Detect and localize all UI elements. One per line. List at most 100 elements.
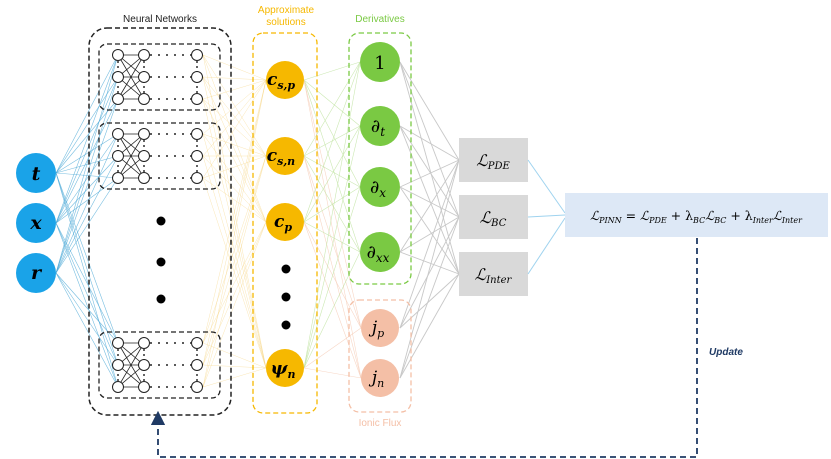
loss-bc-sub: BC [490, 218, 507, 229]
solution-to-derivative-link [303, 61, 361, 157]
derivative-connections [303, 61, 362, 379]
derivative-to-loss-link [399, 251, 460, 275]
derivative-to-loss-link [399, 125, 460, 218]
derivative-node-dx: ∂x [360, 167, 400, 207]
solution-to-derivative-link [303, 61, 361, 369]
nn-to-solution-link [202, 79, 267, 366]
input-to-nn-link [55, 54, 119, 274]
link-inter-total [527, 217, 566, 275]
approximate-solutions-box [252, 32, 318, 414]
nn-ellipsis-dot [156, 294, 166, 304]
input-connections [55, 54, 119, 388]
total-loss-equation: ℒPINN = ℒPDE + λBCℒBC + λInterℒInter [590, 208, 803, 225]
nn-block [98, 331, 221, 399]
loss-box-pde: ℒPDE [459, 138, 528, 182]
cp-sub: p [284, 221, 292, 234]
nn-neuron [112, 49, 124, 61]
svg-text:jp: jp [368, 318, 384, 340]
nn-to-solution-link [202, 79, 267, 344]
svg-text:ℒPDE: ℒPDE [476, 151, 510, 172]
nn-to-solution-link [202, 155, 267, 388]
update-label: Update [709, 347, 743, 358]
nn-to-solution-link [202, 367, 267, 388]
solution-connections [202, 54, 267, 388]
solution-to-derivative-link [303, 79, 361, 188]
approximate-solutions-title-line2: solutions [266, 17, 305, 28]
nn-to-solution-link [202, 54, 267, 157]
input-to-nn-link [55, 222, 119, 366]
solution-to-derivative-link [303, 251, 361, 369]
input-to-nn-link [55, 272, 119, 388]
dx-sub: x [379, 186, 386, 200]
loss-pde-sub: PDE [487, 161, 511, 172]
nn-weight-line [117, 133, 145, 179]
loss-pde-base: ℒ [476, 151, 488, 170]
update-arrow [150, 238, 698, 458]
derivative-to-loss-link [399, 216, 460, 253]
input-label-t: t [32, 163, 41, 185]
nn-to-solution-link [202, 79, 267, 179]
nn-to-solution-link [202, 133, 267, 157]
flux-node-jn: jn [361, 359, 399, 397]
derivative-to-loss-link [399, 273, 460, 329]
solution-to-derivative-link [303, 155, 361, 188]
neural-network-blocks [98, 43, 221, 399]
nn-neuron [138, 359, 150, 371]
input-to-nn-link [55, 76, 119, 224]
solution-to-flux-link [303, 221, 362, 379]
nn-to-solution-link [202, 76, 267, 81]
solution-to-flux-link [303, 155, 362, 329]
solution-to-flux-link [303, 155, 362, 379]
solution-to-derivative-link [303, 125, 361, 369]
svg-text:jn: jn [368, 368, 384, 390]
input-to-nn-link [55, 272, 119, 344]
solution-ellipsis-dot [281, 264, 291, 274]
nn-neuron [138, 71, 150, 83]
nn-to-solution-link [202, 54, 267, 81]
nn-to-solution-link [202, 76, 267, 223]
nn-block-border [98, 43, 221, 111]
nn-neuron [191, 359, 203, 371]
loss-box-inter: ℒInter [459, 252, 528, 296]
solution-to-derivative-link [303, 186, 361, 223]
solution-to-flux-link [303, 367, 362, 379]
svg-text:cs,p: cs,p [267, 70, 295, 92]
csp-sub: s,p [277, 79, 295, 92]
nn-ellipsis-dot [156, 216, 166, 226]
nn-neuron [138, 49, 150, 61]
nn-to-solution-link [202, 177, 267, 369]
nn-neuron [112, 359, 124, 371]
derivative-to-loss-link [399, 159, 460, 329]
neural-networks-box [88, 27, 232, 416]
nn-neuron [138, 172, 150, 184]
nn-neuron [191, 128, 203, 140]
derivative-to-loss-link [399, 61, 460, 161]
csp-base: c [267, 70, 278, 90]
ionic-flux-title: Ionic Flux [359, 418, 402, 429]
input-to-nn-link [55, 177, 119, 274]
nn-to-solution-link [202, 79, 267, 100]
nn-neuron [112, 93, 124, 105]
link-pde-total [527, 159, 566, 214]
derivative-to-loss-link [399, 61, 460, 275]
derivative-to-loss-link [399, 186, 460, 218]
nn-block-border [98, 122, 221, 190]
derivative-to-loss-link [399, 216, 460, 379]
jn-sub: n [377, 377, 384, 390]
input-to-nn-link [55, 133, 119, 174]
approximate-solutions-title-line1: Approximate [258, 5, 315, 16]
nn-to-solution-link [202, 155, 267, 366]
input-to-nn-link [55, 76, 119, 174]
solution-node-csn: cs,n [266, 137, 304, 175]
nn-neuron [191, 71, 203, 83]
loss-inter-base: ℒ [475, 265, 487, 284]
dt-base: ∂ [371, 116, 380, 137]
derivative-to-loss-link [399, 125, 460, 275]
loss-box-bc: ℒBC [459, 195, 528, 239]
input-to-nn-link [55, 76, 119, 274]
svg-text:∂t: ∂t [371, 116, 385, 139]
solution-ellipsis-dot [281, 292, 291, 302]
nn-neuron [191, 381, 203, 393]
